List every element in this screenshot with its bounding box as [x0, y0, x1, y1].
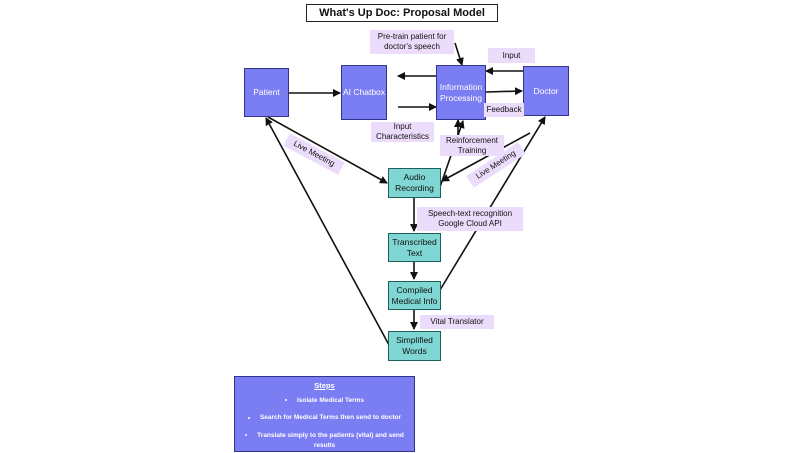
- steps-item-text: Translate simply to the patients (vital)…: [257, 431, 404, 450]
- node-simplified-words: Simplified Words: [388, 331, 441, 361]
- label-feedback: Feedback: [484, 103, 524, 117]
- node-patient: Patient: [244, 68, 289, 117]
- bullet-icon: [247, 416, 250, 419]
- edge-patient-audio: [267, 116, 388, 184]
- edge-pretrain-info: [454, 42, 464, 66]
- diagram-title: What's Up Doc: Proposal Model: [306, 4, 498, 22]
- steps-item-text: Isolate Medical Terms: [296, 397, 365, 404]
- node-information-processing: Information Processing: [436, 65, 486, 120]
- steps-heading: Steps: [314, 381, 335, 390]
- label-reinforcement-training: Reinforcement Training: [440, 135, 504, 156]
- bullet-icon: [245, 434, 248, 437]
- label-pretrain: Pre-train patient for doctor's speech: [370, 30, 454, 54]
- edge-doctor-audio: [441, 132, 531, 182]
- steps-list: Isolate Medical Terms Search for Medical…: [235, 396, 414, 452]
- node-audio-recording: Audio Recording: [388, 168, 441, 198]
- steps-item: Translate simply to the patients (vital)…: [241, 431, 408, 452]
- label-input-characteristics: Input Characteristics: [371, 122, 434, 142]
- edge-simplified-patient: [265, 117, 390, 346]
- steps-panel: Steps Isolate Medical Terms Search for M…: [234, 376, 415, 452]
- steps-item: Search for Medical Terms then send to do…: [241, 413, 408, 423]
- edge-compiled-doctor: [439, 116, 546, 291]
- node-transcribed-text: Transcribed Text: [388, 233, 441, 262]
- node-ai-chatbox: AI Chatbox: [341, 65, 387, 120]
- node-doctor: Doctor: [523, 66, 569, 116]
- steps-item: Isolate Medical Terms: [241, 396, 408, 406]
- node-compiled-medical-info: Compiled Medical Info: [388, 281, 441, 310]
- label-input: Input: [488, 48, 535, 63]
- bullet-icon: [284, 399, 287, 402]
- steps-item-text: Search for Medical Terms then send to do…: [259, 414, 402, 422]
- edge-info-doctor: [485, 87, 523, 96]
- label-vital-translator: Vital Translator: [420, 315, 494, 329]
- label-speech-text-recognition: Speech-text recognition Google Cloud API: [417, 207, 523, 231]
